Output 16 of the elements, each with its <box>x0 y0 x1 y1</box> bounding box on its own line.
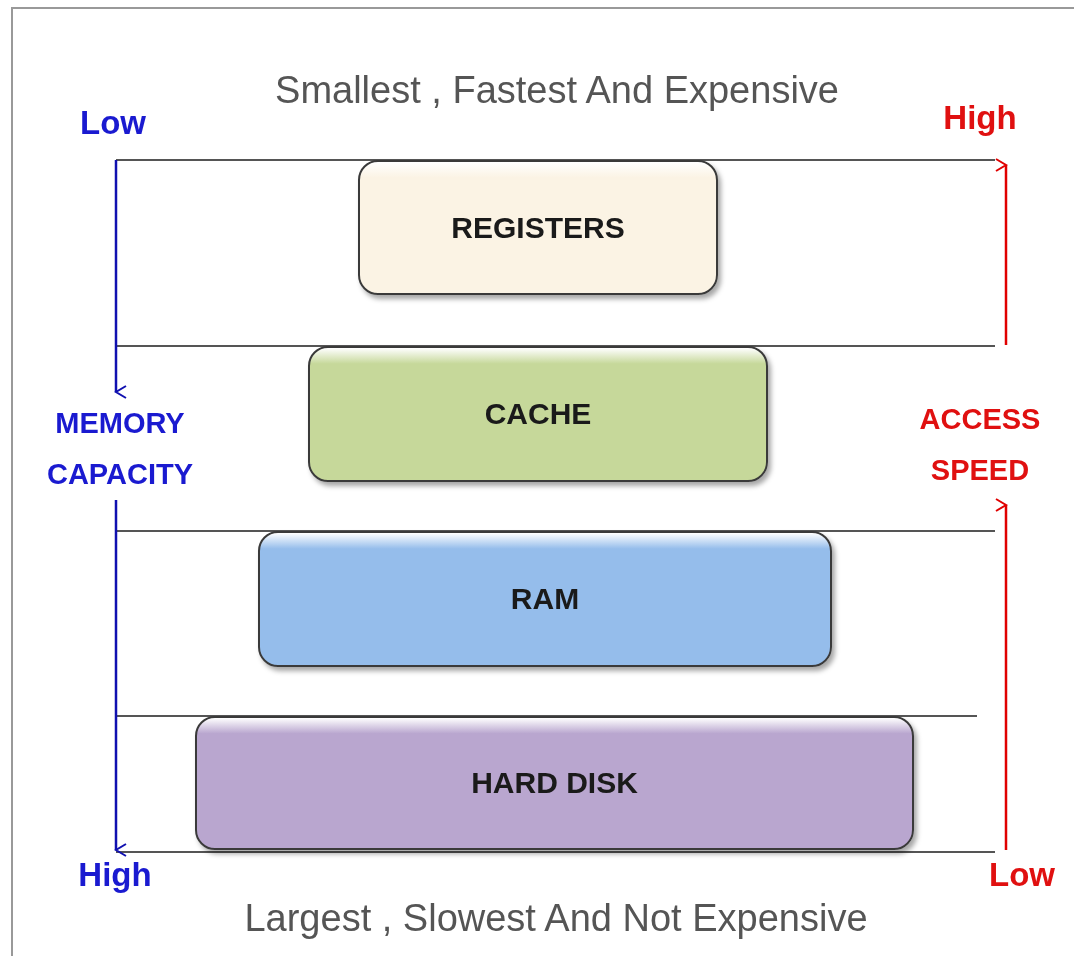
memory-level-box <box>308 346 768 482</box>
axis-label: MEMORY CAPACITY <box>45 406 195 492</box>
scale-label: Low <box>988 855 1056 895</box>
level-label: CACHE <box>484 397 592 431</box>
axis-label: ACCESS SPEED <box>918 402 1042 488</box>
memory-level-box <box>258 531 832 667</box>
heading-text: Smallest , Fastest And Expensive <box>274 68 840 113</box>
scale-label: High <box>942 98 1018 138</box>
level-label: REGISTERS <box>451 210 625 245</box>
footer-text: Largest , Slowest And Not Expensive <box>243 896 869 941</box>
level-label: RAM <box>510 582 580 616</box>
memory-level-box <box>358 160 718 295</box>
scale-label: Low <box>79 103 147 143</box>
level-label: HARD DISK <box>471 766 638 800</box>
scale-label: High <box>77 855 153 895</box>
memory-level-box <box>195 716 914 850</box>
